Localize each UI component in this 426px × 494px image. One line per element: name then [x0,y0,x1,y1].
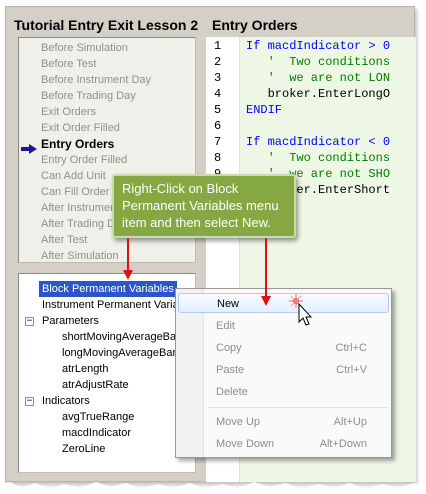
code-token: ENDIF [246,103,283,117]
menu-item-label: Paste [216,364,245,376]
current-step-arrow-icon [21,144,37,154]
tree-item[interactable]: longMovingAverageBars [62,347,182,359]
step-item[interactable]: After Trading D [41,218,115,230]
line-number: 4 [214,87,222,101]
line-number: 2 [214,55,222,69]
tree-item-block-permanent-variables[interactable]: Block Permanent Variables [39,281,177,297]
tutorial-callout: Right-Click on Block Permanent Variables… [112,174,296,238]
line-number: 1 [214,39,222,53]
tree-item[interactable]: atrLength [62,363,109,375]
code-token: ' we are not LON [246,71,391,85]
menu-item-label: Edit [216,320,235,332]
line-number: 8 [214,151,222,165]
step-item[interactable]: After Simulation [41,250,119,262]
code-line[interactable]: ' Two conditions [246,151,390,165]
step-item[interactable]: Before Trading Day [41,90,136,102]
menu-item-paste[interactable]: Paste Ctrl+V [178,360,389,380]
tree-item-parameters[interactable]: Parameters [42,315,99,327]
menu-item-move-down[interactable]: Move Down Alt+Down [178,434,389,454]
line-number: 6 [214,119,222,133]
tree-item-indicators[interactable]: Indicators [42,395,90,407]
menu-item-delete[interactable]: Delete [178,382,389,402]
torn-paper-edge [0,482,426,494]
menu-item-new[interactable]: New [178,293,389,313]
panel-splitter[interactable] [18,264,196,272]
code-line[interactable]: If macdIndicator < 0 [246,135,390,149]
menu-item-move-up[interactable]: Move Up Alt+Up [178,412,389,432]
tree-item[interactable]: avgTrueRange [62,411,135,423]
section-title: Entry Orders [212,17,298,33]
step-item[interactable]: Before Instrument Day [41,74,152,86]
step-item[interactable]: Can Fill Order [41,186,110,198]
step-item[interactable]: Exit Orders [41,106,97,118]
step-item[interactable]: Entry Order Filled [41,154,128,166]
variables-tree[interactable]: Block Permanent Variables Instrument Per… [18,273,196,473]
menu-item-label: Copy [216,342,242,354]
menu-item-copy[interactable]: Copy Ctrl+C [178,338,389,358]
code-line[interactable]: ENDIF [246,103,282,117]
menu-separator [208,407,388,408]
menu-item-label: Delete [216,386,248,398]
collapse-toggle-icon[interactable]: − [25,396,34,406]
tree-item-instrument-permanent-variables[interactable]: Instrument Permanent Variabl [42,299,188,311]
menu-item-label: Move Down [216,438,275,450]
menu-item-shortcut: Alt+Down [319,438,367,450]
tree-item[interactable]: ZeroLine [62,443,106,455]
menu-item-shortcut: Ctrl+C [335,342,367,354]
step-item[interactable]: After Instrumen [41,202,117,214]
step-list[interactable]: Before Simulation Before Test Before Ins… [18,37,196,263]
step-item[interactable]: After Test [41,234,88,246]
code-token: ' Two conditions [246,55,391,69]
tree-item[interactable]: atrAdjustRate [62,379,129,391]
code-token: macdIndicator > 0 [260,39,391,53]
context-menu: New Edit Copy Ctrl+C Paste Ctrl+V Delete… [175,288,392,458]
code-line[interactable]: ' Two conditions [246,55,390,69]
code-token: broker.EnterShort [246,183,391,197]
system-title: Tutorial Entry Exit Lesson 2 [14,17,199,33]
code-line[interactable]: broker.EnterLongO [246,87,390,101]
code-token: ' Two conditions [246,151,391,165]
menu-item-shortcut: Alt+Up [333,416,367,428]
code-token: If [246,39,261,53]
menu-item-label: New [217,298,240,310]
step-item-entry-orders[interactable]: Entry Orders [41,137,115,151]
line-number: 7 [214,135,222,149]
step-item[interactable]: Exit Order Filled [41,122,120,134]
step-item[interactable]: Can Add Unit [41,170,106,182]
code-token: broker.EnterLongO [246,87,391,101]
menu-icon-gutter [176,289,204,457]
line-number: 5 [214,103,222,117]
menu-item-edit[interactable]: Edit [178,316,389,336]
tree-item[interactable]: shortMovingAverageBars [62,331,186,343]
collapse-toggle-icon[interactable]: − [25,316,34,326]
line-number: 3 [214,71,222,85]
menu-item-label: Move Up [216,416,261,428]
menu-item-shortcut: Ctrl+V [336,364,367,376]
tree-item[interactable]: macdIndicator [62,427,132,439]
code-line[interactable]: ' we are not LON [246,71,390,85]
step-item[interactable]: Before Test [41,58,97,70]
code-line[interactable]: broker.EnterShort [246,183,390,197]
code-token: If macdIndicator < 0 [246,135,391,149]
code-line[interactable]: If macdIndicator > 0 [246,39,390,53]
step-item[interactable]: Before Simulation [41,42,128,54]
